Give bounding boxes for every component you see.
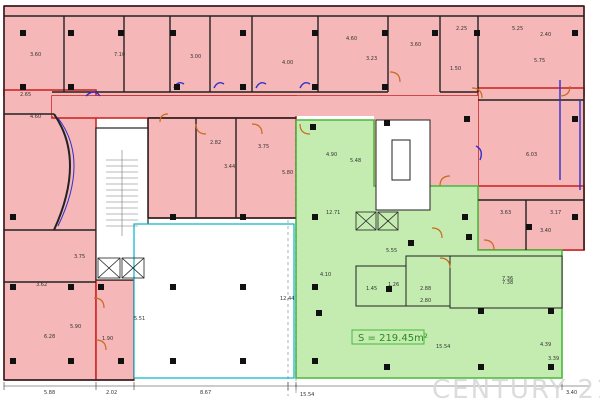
dim-right-a: 5.75 xyxy=(534,58,545,64)
dim-bot-b: 2.02 xyxy=(106,390,117,396)
central-elevators xyxy=(355,211,399,231)
dim-core-b: 3.44 xyxy=(224,164,235,170)
dim-left-a: 2.65 xyxy=(20,92,31,98)
dim-right-b: 6.03 xyxy=(526,152,537,158)
dim-top-a: 3.60 xyxy=(30,52,41,58)
bottom-dimension-line xyxy=(3,382,590,390)
dim-vert-d: 1.90 xyxy=(102,336,113,342)
dim-top-g: 2.25 xyxy=(456,26,467,32)
dim-green-d: 4.10 xyxy=(320,272,331,278)
dim-top-c: 3.00 xyxy=(190,54,201,60)
dim-top-d: 4.00 xyxy=(282,60,293,66)
interior-walls xyxy=(3,5,585,381)
area-label-box: S = 219.45m² xyxy=(351,329,428,345)
curved-window xyxy=(57,117,75,227)
dim-bot-d: 15.54 xyxy=(300,392,314,398)
left-elevators xyxy=(97,257,145,279)
dim-green-k: 3.39 xyxy=(548,356,559,362)
dim-right-e: 3.40 xyxy=(540,228,551,234)
dim-mid-a: 3.23 xyxy=(366,56,377,62)
curved-facade-wall xyxy=(53,113,71,231)
dim-bot-c: 8.67 xyxy=(200,390,211,396)
dim-mid-b: 1.50 xyxy=(450,66,461,72)
dim-vert-f: 12.44 xyxy=(280,296,294,302)
dim-right-f: 2.88 xyxy=(420,286,431,292)
dim-left-b: 4.60 xyxy=(30,114,41,120)
green-core xyxy=(355,119,563,309)
doors xyxy=(93,71,571,351)
dim-top-f: 3.60 xyxy=(410,42,421,48)
dim-left-c: 3.62 xyxy=(36,282,47,288)
dim-vert-b: 5.90 xyxy=(70,324,81,330)
dim-top-h: 5.25 xyxy=(512,26,523,32)
stair-treads xyxy=(106,150,138,236)
dim-right-g: 7.36 xyxy=(502,276,513,282)
dim-right-d: 3.17 xyxy=(550,210,561,216)
area-label: S = 219.45m² xyxy=(358,333,428,344)
dim-green-g: 1.26 xyxy=(388,282,399,288)
dim-core-d: 5.80 xyxy=(282,170,293,176)
dim-green-h: 2.80 xyxy=(420,298,431,304)
dim-green-a: 4.90 xyxy=(326,152,337,158)
middle-offices xyxy=(147,117,297,219)
dim-bot-a: 5.88 xyxy=(44,390,55,396)
dim-top-i: 2.40 xyxy=(540,32,551,38)
wc-block xyxy=(355,265,407,307)
dim-green-l: 4.39 xyxy=(540,342,551,348)
left-lower-strip xyxy=(95,279,135,381)
axis-lines xyxy=(287,120,297,396)
dim-green-j: 15.54 xyxy=(436,344,450,350)
open-white-zone xyxy=(133,223,295,379)
selected-area xyxy=(295,119,563,379)
dim-green-c: 12.71 xyxy=(326,210,340,216)
dim-vert-e: 5.51 xyxy=(134,316,145,322)
top-offices-band xyxy=(3,5,585,97)
watermark-text: CENTURY 21 xyxy=(432,375,600,400)
windows xyxy=(85,80,581,190)
dim-green-e: 5.55 xyxy=(386,248,397,254)
dim-green-i: 7.38 xyxy=(502,280,513,286)
dim-green-f: 1.45 xyxy=(366,286,377,292)
dim-core-c: 3.75 xyxy=(258,144,269,150)
dim-bot-e: 3.40 xyxy=(566,390,577,396)
dim-top-b: 7.10 xyxy=(114,52,125,58)
dim-vert-a: 3.75 xyxy=(74,254,85,260)
dim-vert-c: 6.28 xyxy=(44,334,55,340)
columns xyxy=(10,30,578,370)
core-area xyxy=(95,127,295,379)
dimension-labels: 3.60 7.10 3.00 4.00 4.60 3.60 2.25 5.25 … xyxy=(20,26,577,398)
dim-right-c: 3.63 xyxy=(500,210,511,216)
selected-office xyxy=(295,119,563,379)
left-wing xyxy=(3,89,97,381)
dim-top-e: 4.60 xyxy=(346,36,357,42)
dim-green-b: 5.48 xyxy=(350,158,361,164)
dim-core-a: 2.82 xyxy=(210,140,221,146)
